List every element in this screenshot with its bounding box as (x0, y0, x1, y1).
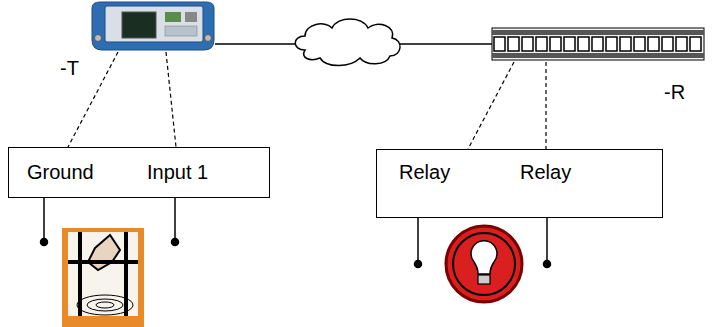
relay-panel (492, 28, 704, 60)
device-tag: -R (664, 80, 685, 104)
network-line (215, 43, 300, 45)
terminal-label: Input 1 (147, 160, 208, 184)
window-break-picture (62, 228, 144, 327)
terminal-label: Ground (27, 160, 94, 184)
input-box: Ground Input 1 (8, 147, 270, 198)
relay-box: Relay Relay (376, 149, 663, 218)
terminal-label: Relay (399, 160, 450, 184)
terminal-label: Relay (520, 160, 571, 184)
leader-lines (68, 52, 546, 149)
device-transmitter (92, 2, 214, 50)
network-line (398, 43, 492, 45)
device-tag: -T (60, 56, 79, 80)
lamp-symbol (446, 226, 522, 302)
cloud (295, 19, 400, 66)
